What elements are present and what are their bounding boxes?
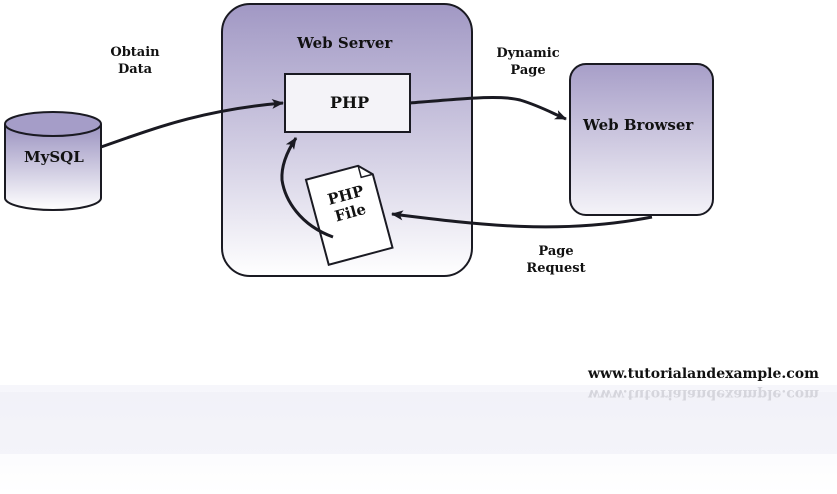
page-request-line1: Page bbox=[538, 244, 574, 259]
page-request-line2: Request bbox=[526, 261, 586, 276]
php-file-document bbox=[304, 164, 394, 266]
edge-obtain-data bbox=[100, 98, 284, 149]
mysql-label: MySQL bbox=[24, 148, 84, 166]
obtain-data-label: Obtain Data bbox=[105, 44, 165, 78]
watermark-text: www.tutorialandexample.com bbox=[588, 366, 819, 382]
web-server-box bbox=[221, 3, 473, 277]
web-server-title: Web Server bbox=[297, 34, 393, 52]
edge-file-to-php bbox=[280, 137, 334, 239]
web-browser-label: Web Browser bbox=[583, 116, 694, 134]
php-box-label: PHP bbox=[330, 93, 370, 112]
dynamic-page-label: Dynamic Page bbox=[490, 45, 566, 79]
page-request-label: Page Request bbox=[516, 243, 596, 277]
edge-dynamic-page bbox=[409, 95, 567, 121]
web-browser-box bbox=[569, 63, 714, 216]
watermark-reflection: www.tutorialandexample.com bbox=[588, 386, 819, 402]
obtain-data-line2: Data bbox=[117, 62, 153, 77]
footer-band-inner bbox=[0, 392, 837, 454]
dynamic-page-line1: Dynamic bbox=[496, 46, 560, 61]
edge-page-request bbox=[391, 210, 653, 229]
dynamic-page-line2: Page bbox=[510, 63, 546, 78]
mysql-cylinder bbox=[4, 111, 102, 211]
obtain-data-line1: Obtain bbox=[110, 45, 160, 60]
